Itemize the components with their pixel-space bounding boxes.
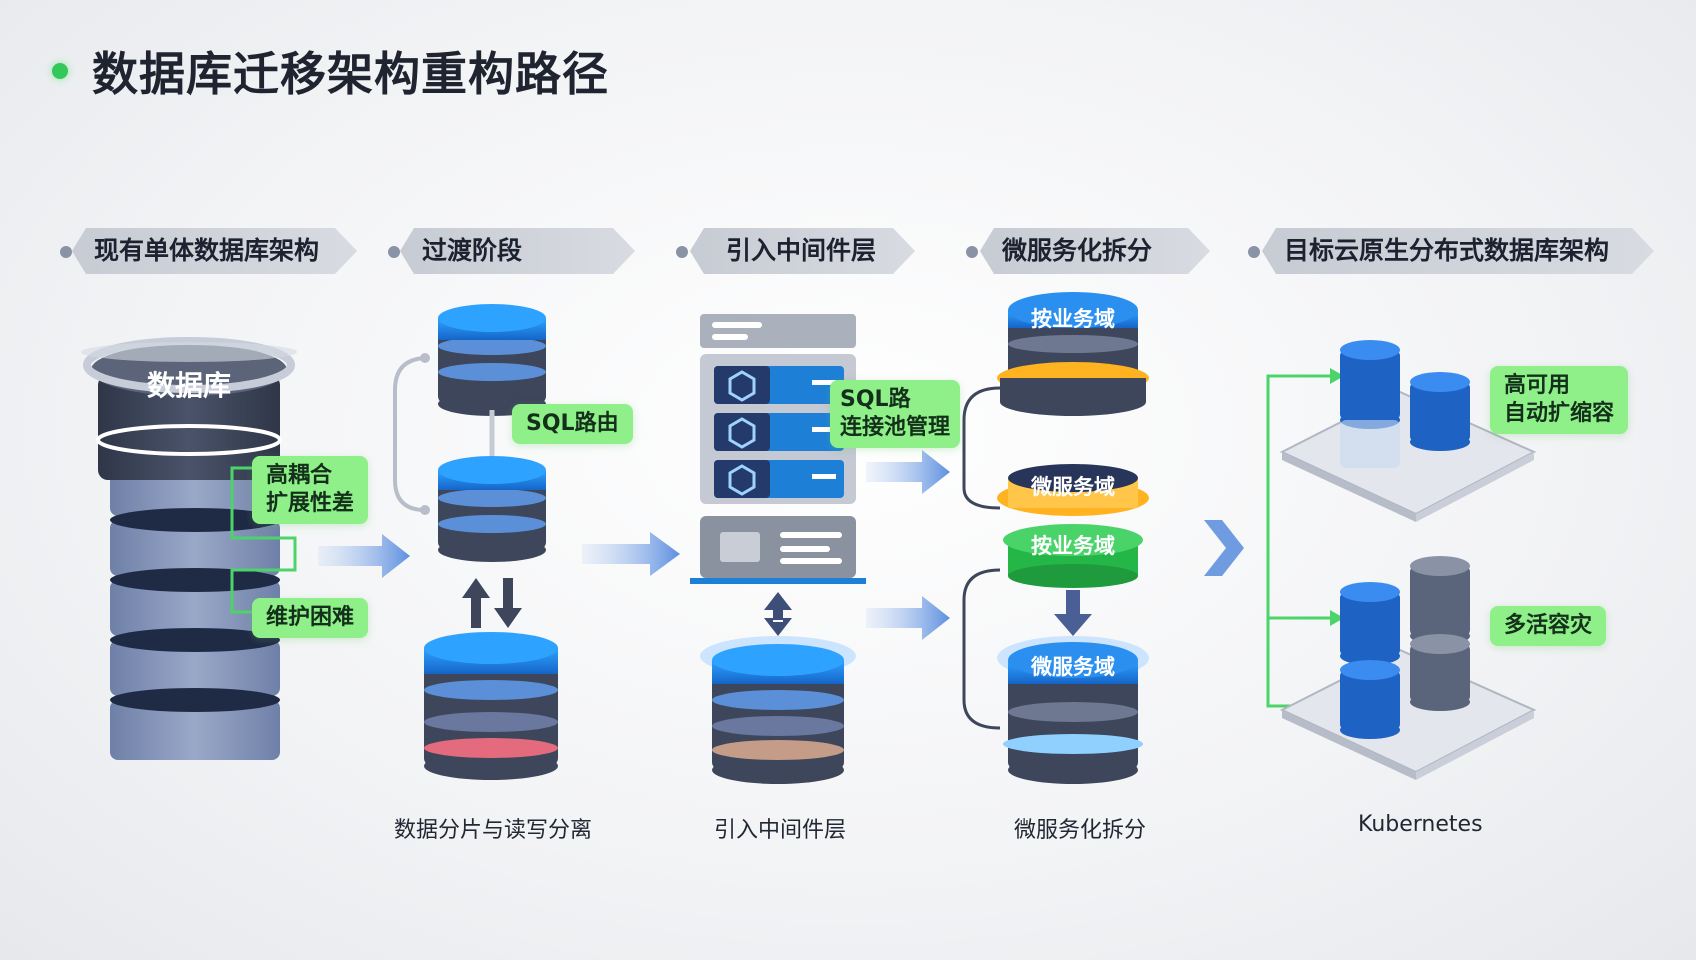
middleware-caption: 引入中间件层 <box>714 818 847 843</box>
monolith-connector <box>230 466 297 614</box>
cloud-connector <box>1266 374 1330 708</box>
middleware-label: SQL路 连接池管理 <box>830 380 961 448</box>
page-header: 数据库迁移架构重构路径 <box>52 38 609 104</box>
stage-tag-transition: 过渡阶段 <box>400 228 635 274</box>
microservice-bracket-top <box>962 386 1001 510</box>
cloud-cluster-upper-icon <box>1279 340 1537 522</box>
flow-arrow-icon <box>582 532 680 576</box>
monolith-database-icon <box>81 337 297 760</box>
microservice-db-bottom-icon <box>997 636 1149 784</box>
stage-bullet-icon <box>1248 246 1260 258</box>
middleware-db-arrows-icon <box>764 592 792 636</box>
title-bullet-icon <box>52 63 68 79</box>
flow-arrow-icon <box>866 596 950 640</box>
transition-shard-db-icon <box>424 632 558 780</box>
monolith-db-label: 数据库 <box>147 369 231 402</box>
cloud-cluster-lower-icon <box>1279 556 1537 780</box>
flow-arrow-icon <box>318 534 410 578</box>
stage-tag-middleware: 引入中间件层 <box>690 228 915 274</box>
stage-bullet-icon <box>676 246 688 258</box>
stage-tag-cloud-native: 目标云原生分布式数据库架构 <box>1262 228 1654 274</box>
replication-bracket <box>393 356 429 512</box>
flow-chevron-icon <box>1204 520 1244 576</box>
flow-arrow-icon <box>866 450 950 494</box>
transition-caption: 数据分片与读写分离 <box>394 818 593 843</box>
microservice-domain-2-label: 微服务域 <box>1030 475 1115 499</box>
high-availability-label: 高可用 自动扩缩容 <box>1490 366 1629 434</box>
microservice-db-middle-icon <box>997 464 1149 588</box>
microservice-db-top-icon <box>997 292 1149 416</box>
issue-coupling-label: 高耦合 扩展性差 <box>252 456 369 524</box>
stage-bullet-icon <box>388 246 400 258</box>
sql-routing-label: SQL路由 <box>512 404 633 444</box>
stage-bullet-icon <box>966 246 978 258</box>
middleware-db-icon <box>700 636 856 784</box>
microservice-domain-1-label: 按业务域 <box>1031 307 1115 331</box>
microservice-domain-3-label: 按业务域 <box>1031 534 1115 558</box>
issue-maintain-label: 维护困难 <box>252 598 369 638</box>
stage-tag-microservice: 微服务化拆分 <box>980 228 1210 274</box>
microservice-bracket-bottom <box>962 568 1001 730</box>
cloud-native-caption: Kubernetes <box>1358 812 1483 837</box>
stage-bullet-icon <box>60 246 72 258</box>
read-write-split-arrows-icon <box>462 578 522 628</box>
transition-replica-db-icon <box>438 456 546 562</box>
microservice-domain-4-label: 微服务域 <box>1030 655 1115 679</box>
microservice-caption: 微服务化拆分 <box>1014 818 1147 843</box>
stage-tag-monolith: 现有单体数据库架构 <box>72 228 357 274</box>
disaster-recovery-label: 多活容灾 <box>1490 606 1607 646</box>
middleware-server-icon <box>690 314 866 584</box>
page-title: 数据库迁移架构重构路径 <box>92 47 609 101</box>
transition-primary-db-icon <box>438 304 546 416</box>
microservice-down-arrow-icon <box>1054 590 1092 636</box>
